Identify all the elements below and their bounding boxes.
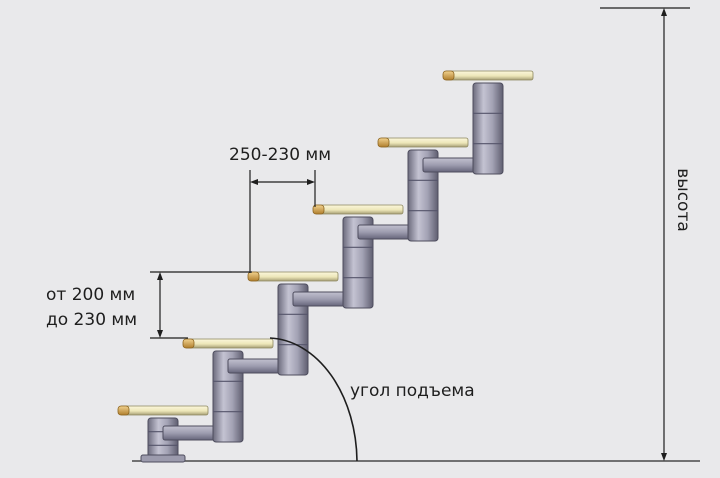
tread-end-cap — [312, 204, 325, 215]
tread-depth-label: 250-230 мм — [229, 145, 331, 165]
tread — [249, 271, 339, 282]
post — [212, 350, 244, 443]
post — [342, 216, 374, 309]
height-label: высота — [673, 168, 693, 232]
tread-depth-dimension — [249, 170, 316, 273]
riser-height-to-label: до 230 мм — [46, 310, 137, 330]
tread-end-cap — [117, 405, 130, 416]
tread-end-cap — [377, 137, 390, 148]
riser-height-from-label: от 200 мм — [46, 285, 135, 305]
tread — [184, 338, 274, 349]
post — [472, 82, 504, 175]
rise-angle-arc — [269, 337, 358, 462]
post — [407, 149, 439, 242]
tread — [379, 137, 469, 148]
tread-end-cap — [182, 338, 195, 349]
tread — [444, 70, 534, 81]
tread-end-cap — [442, 70, 455, 81]
tread — [314, 204, 404, 215]
total-height-dimension — [600, 7, 690, 461]
post — [277, 283, 309, 376]
rise-angle-label: угол подъема — [350, 381, 475, 401]
tread — [119, 405, 209, 416]
riser-height-dimension — [150, 271, 252, 339]
tread-end-cap — [247, 271, 260, 282]
floor-base — [140, 454, 186, 463]
stair-structure — [117, 70, 534, 463]
